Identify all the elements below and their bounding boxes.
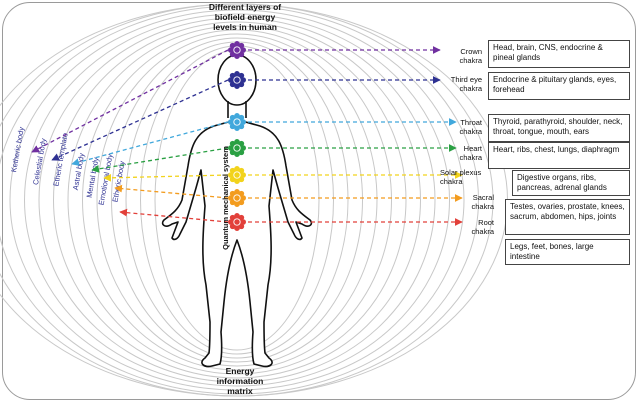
matrix-line: information xyxy=(216,376,264,386)
chakra-arrow-left xyxy=(51,79,229,161)
body-label: Ketheric body xyxy=(9,126,26,173)
human-figure xyxy=(161,54,313,368)
aura-layer xyxy=(96,33,378,367)
chakra-arrow-left xyxy=(71,121,229,166)
chakra-arrow-left xyxy=(114,184,229,199)
aura-layer xyxy=(82,29,392,371)
title-line: Different layers of xyxy=(208,2,282,12)
aura-layer xyxy=(24,13,450,387)
third-eye-description: Endocrine & pituitary glands, eyes, fore… xyxy=(488,72,630,100)
energy-matrix-label: Energy information matrix xyxy=(175,366,305,396)
chakra-wheel xyxy=(228,41,246,59)
aura-layer xyxy=(67,25,407,375)
sacral-description: Testes, ovaries, prostate, knees, sacrum… xyxy=(505,199,630,235)
aura-layer xyxy=(111,37,363,363)
aura-layer xyxy=(0,5,479,395)
matrix-line: matrix xyxy=(227,386,253,396)
chakra-wheel xyxy=(228,71,246,89)
solar-plexus-description: Digestive organs, ribs, pancreas, adrena… xyxy=(512,170,630,196)
chakra-wheel xyxy=(228,189,246,207)
aura-layer xyxy=(9,9,465,391)
title-line: biofield energy xyxy=(214,12,276,22)
diagram-frame xyxy=(2,2,636,400)
chakra-arrow-left xyxy=(91,147,229,173)
aura-layer xyxy=(53,21,421,379)
throat-description: Thyroid, parathyroid, shoulder, neck, th… xyxy=(488,114,630,142)
body-label: Etheric body xyxy=(110,160,126,203)
matrix-line: Energy xyxy=(225,366,255,376)
diagram-title: Different layers of biofield energy leve… xyxy=(170,2,320,32)
chakra-markers xyxy=(228,41,246,231)
crown-description: Head, brain, CNS, endocrine & pineal gla… xyxy=(488,40,630,68)
aura-layer xyxy=(38,17,436,383)
chakra-arrows xyxy=(31,46,463,226)
chakra-wheel xyxy=(228,213,246,231)
chakra-wheel xyxy=(228,166,246,184)
quantum-system-text: Quantum mechanical system xyxy=(221,146,230,250)
chakra-arrow-left xyxy=(31,49,229,153)
quantum-system-label: Quantum mechanical system xyxy=(221,146,230,250)
title-line: levels in human xyxy=(213,22,277,32)
heart-description: Heart, ribs, chest, lungs, diaphragm xyxy=(488,142,630,169)
chakra-wheel xyxy=(228,139,246,157)
root-description: Legs, feet, bones, large intestine xyxy=(505,239,630,265)
chakra-wheel xyxy=(228,113,246,131)
